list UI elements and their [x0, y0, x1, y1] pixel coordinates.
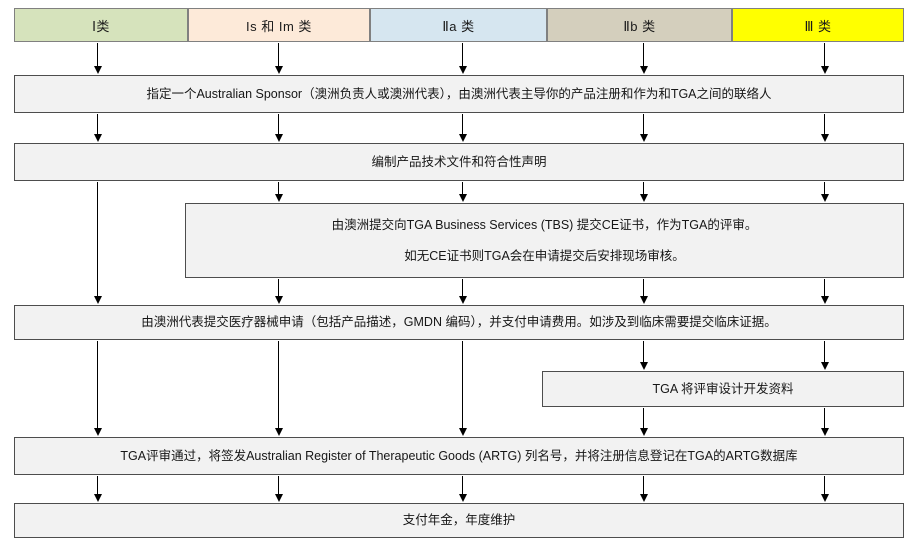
step-annual-fee-line-0: 支付年金，年度维护 — [402, 513, 516, 528]
connector-line-col1 — [278, 476, 279, 494]
category-header-2[interactable]: Ⅱa 类 — [370, 8, 547, 42]
connector-line-col3 — [643, 408, 644, 428]
arrowhead-icon-col0 — [93, 428, 102, 436]
arrowhead-icon-col2 — [458, 428, 467, 436]
step-artg-listing-line-0: TGA评审通过，将签发Australian Register of Therap… — [120, 448, 798, 463]
arrowhead-icon-col4 — [820, 66, 829, 74]
connector-line-col1 — [278, 341, 279, 428]
connector-line-col2 — [462, 341, 463, 428]
connector-line-col1 — [278, 114, 279, 134]
arrowhead-icon-col4 — [820, 494, 829, 502]
category-header-0[interactable]: Ⅰ类 — [14, 8, 188, 42]
connector-line-col2 — [462, 43, 463, 66]
connector-line-col0 — [97, 182, 98, 296]
connector-line-col4 — [824, 341, 825, 362]
category-header-3[interactable]: Ⅱb 类 — [547, 8, 732, 42]
arrowhead-icon-col3 — [639, 494, 648, 502]
step-annual-fee[interactable]: 支付年金，年度维护 — [14, 503, 904, 538]
connector-line-col0 — [97, 341, 98, 428]
connector-line-col3 — [643, 43, 644, 66]
connector-line-col4 — [824, 476, 825, 494]
connector-line-col0 — [97, 114, 98, 134]
step-technical-file-line-0: 编制产品技术文件和符合性声明 — [371, 154, 547, 169]
arrowhead-icon-col2 — [458, 194, 467, 202]
connector-line-col2 — [462, 476, 463, 494]
arrowhead-icon-col1 — [274, 296, 283, 304]
step-ce-certificate-line-0: 由澳洲提交向TGA Business Services (TBS) 提交CE证书… — [331, 217, 758, 232]
connector-line-col3 — [643, 182, 644, 194]
connector-line-col3 — [643, 476, 644, 494]
arrowhead-icon-col2 — [458, 66, 467, 74]
arrowhead-icon-col3 — [639, 194, 648, 202]
connector-line-col2 — [462, 279, 463, 296]
arrowhead-icon-col1 — [274, 66, 283, 74]
arrowhead-icon-col1 — [274, 494, 283, 502]
category-header-1[interactable]: Is 和 Im 类 — [188, 8, 370, 42]
step-design-review-line-0: TGA 将评审设计开发资料 — [652, 381, 794, 396]
connector-line-col3 — [643, 341, 644, 362]
arrowhead-icon-col3 — [639, 134, 648, 142]
arrowhead-icon-col1 — [274, 194, 283, 202]
step-ce-certificate[interactable]: 由澳洲提交向TGA Business Services (TBS) 提交CE证书… — [185, 203, 904, 278]
step-device-application[interactable]: 由澳洲代表提交医疗器械申请（包括产品描述，GMDN 编码），并支付申请费用。如涉… — [14, 305, 904, 340]
connector-line-col4 — [824, 182, 825, 194]
connector-line-col1 — [278, 43, 279, 66]
category-header-label: Ⅲ 类 — [804, 18, 832, 34]
step-ce-certificate-line-1: 如无CE证书则TGA会在申请提交后安排现场审核。 — [404, 249, 685, 264]
category-header-label: Ⅰ类 — [92, 18, 110, 34]
connector-line-col2 — [462, 182, 463, 194]
arrowhead-icon-col0 — [93, 296, 102, 304]
connector-line-col4 — [824, 279, 825, 296]
connector-line-col1 — [278, 182, 279, 194]
arrowhead-icon-col3 — [639, 428, 648, 436]
step-appoint-sponsor[interactable]: 指定一个Australian Sponsor（澳洲负责人或澳洲代表），由澳洲代表… — [14, 75, 904, 113]
connector-line-col3 — [643, 279, 644, 296]
category-header-label: Ⅱb 类 — [623, 18, 656, 34]
step-technical-file[interactable]: 编制产品技术文件和符合性声明 — [14, 143, 904, 181]
step-appoint-sponsor-line-0: 指定一个Australian Sponsor（澳洲负责人或澳洲代表），由澳洲代表… — [146, 86, 772, 101]
arrowhead-icon-col3 — [639, 66, 648, 74]
step-device-application-line-0: 由澳洲代表提交医疗器械申请（包括产品描述，GMDN 编码），并支付申请费用。如涉… — [141, 315, 777, 330]
connector-line-col4 — [824, 408, 825, 428]
arrowhead-icon-col3 — [639, 296, 648, 304]
connector-line-col4 — [824, 43, 825, 66]
connector-line-col4 — [824, 114, 825, 134]
arrowhead-icon-col1 — [274, 134, 283, 142]
arrowhead-icon-col4 — [820, 194, 829, 202]
arrowhead-icon-col4 — [820, 362, 829, 370]
arrowhead-icon-col2 — [458, 494, 467, 502]
category-header-label: Ⅱa 类 — [442, 18, 475, 34]
category-header-4[interactable]: Ⅲ 类 — [732, 8, 904, 42]
arrowhead-icon-col4 — [820, 296, 829, 304]
arrowhead-icon-col2 — [458, 296, 467, 304]
arrowhead-icon-col4 — [820, 428, 829, 436]
connector-line-col1 — [278, 279, 279, 296]
category-header-label: Is 和 Im 类 — [246, 18, 312, 34]
connector-line-col2 — [462, 114, 463, 134]
arrowhead-icon-col2 — [458, 134, 467, 142]
arrowhead-icon-col4 — [820, 134, 829, 142]
step-design-review[interactable]: TGA 将评审设计开发资料 — [542, 371, 904, 407]
arrowhead-icon-col1 — [274, 428, 283, 436]
connector-line-col0 — [97, 476, 98, 494]
connector-line-col0 — [97, 43, 98, 66]
connector-line-col3 — [643, 114, 644, 134]
arrowhead-icon-col0 — [93, 66, 102, 74]
arrowhead-icon-col0 — [93, 494, 102, 502]
arrowhead-icon-col0 — [93, 134, 102, 142]
arrowhead-icon-col3 — [639, 362, 648, 370]
step-artg-listing[interactable]: TGA评审通过，将签发Australian Register of Therap… — [14, 437, 904, 475]
